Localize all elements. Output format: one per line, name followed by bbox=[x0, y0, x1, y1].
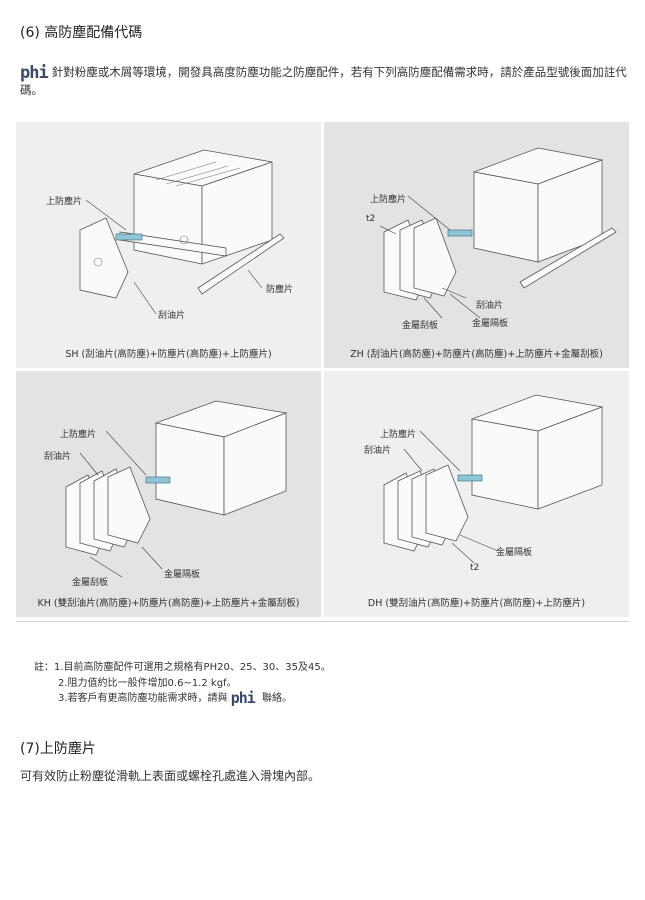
dust-config-grid: 上防塵片 防塵片 刮油片 SH (刮油片(高防塵)+防塵片(高防塵)+上防塵片) bbox=[16, 122, 629, 622]
phi-logo-note: phi bbox=[230, 689, 256, 707]
dh-top-seal-label: 上防塵片 bbox=[380, 430, 417, 440]
sh-diagram bbox=[79, 149, 285, 315]
panel-dh: 上防塵片 刮油片 金屬隔板 t2 DH (雙刮油片(高防塵)+防塵片(高防塵)+… bbox=[324, 371, 629, 617]
panel-zh: 上防塵片 t2 刮油片 金屬刮板 金屬隔板 ZH (刮油片(高防塵)+防塵片(高… bbox=[324, 122, 629, 368]
dh-scraper-label: 刮油片 bbox=[364, 446, 392, 456]
kh-scraper-label: 刮油片 bbox=[44, 452, 72, 462]
dh-t2-label: t2 bbox=[470, 563, 480, 573]
zh-scraper-label: 刮油片 bbox=[476, 301, 504, 311]
panel-sh: 上防塵片 防塵片 刮油片 SH (刮油片(高防塵)+防塵片(高防塵)+上防塵片) bbox=[16, 122, 321, 368]
kh-spacer-label: 金屬隔板 bbox=[164, 570, 201, 580]
note-line-3: 3.若客戶有更高防塵功能需求時，請與 phi 聯絡。 bbox=[58, 689, 293, 707]
sh-scraper-label: 刮油片 bbox=[158, 311, 186, 321]
sh-caption: SH (刮油片(高防塵)+防塵片(高防塵)+上防塵片) bbox=[65, 349, 272, 360]
intro-text: 針對粉塵或木屑等環境，開發具高度防塵功能之防塵配件，若有下列高防塵配備需求時，請… bbox=[20, 65, 627, 97]
zh-caption: ZH (刮油片(高防塵)+防塵片(高防塵)+上防塵片+金屬刮板) bbox=[350, 349, 603, 360]
kh-caption: KH (雙刮油片(高防塵)+防塵片(高防塵)+上防塵片+金屬刮板) bbox=[37, 598, 300, 609]
kh-metal-scraper-label: 金屬刮板 bbox=[72, 578, 109, 588]
zh-metal-scraper-label: 金屬刮板 bbox=[402, 321, 439, 331]
zh-top-seal-label: 上防塵片 bbox=[370, 195, 407, 205]
kh-diagram bbox=[65, 400, 288, 578]
zh-spacer-label: 金屬隔板 bbox=[472, 319, 509, 329]
dh-diagram bbox=[383, 394, 604, 564]
dh-caption: DH (雙刮油片(高防塵)+防塵片(高防塵)+上防塵片) bbox=[367, 598, 586, 609]
panel-kh: 上防塵片 刮油片 金屬刮板 金屬隔板 KH (雙刮油片(高防塵)+防塵片(高防塵… bbox=[16, 371, 321, 617]
section-7-text: 可有效防止粉塵從滑軌上表面或螺栓孔處進入滑塊內部。 bbox=[20, 769, 321, 783]
sh-dust-strip-label: 防塵片 bbox=[266, 285, 294, 295]
section-7-title: (7)上防塵片 bbox=[20, 741, 96, 757]
grid-bottom-rule bbox=[16, 621, 629, 622]
note-line-1: 註：1.目前高防塵配件可選用之規格有PH20、25、30、35及45。 bbox=[34, 662, 331, 673]
sh-top-seal-label: 上防塵片 bbox=[46, 197, 83, 207]
phi-logo: phi bbox=[20, 63, 49, 83]
section-6-title: (6) 高防塵配備代碼 bbox=[20, 25, 143, 41]
zh-t2-label: t2 bbox=[366, 214, 376, 224]
notes-block: 註：1.目前高防塵配件可選用之規格有PH20、25、30、35及45。 2.阻力… bbox=[34, 660, 331, 707]
note-line-2: 2.阻力值約比一般件增加0.6~1.2 kgf。 bbox=[58, 677, 237, 689]
dh-spacer-label: 金屬隔板 bbox=[496, 548, 533, 558]
kh-top-seal-label: 上防塵片 bbox=[60, 430, 97, 440]
zh-diagram bbox=[379, 147, 617, 319]
